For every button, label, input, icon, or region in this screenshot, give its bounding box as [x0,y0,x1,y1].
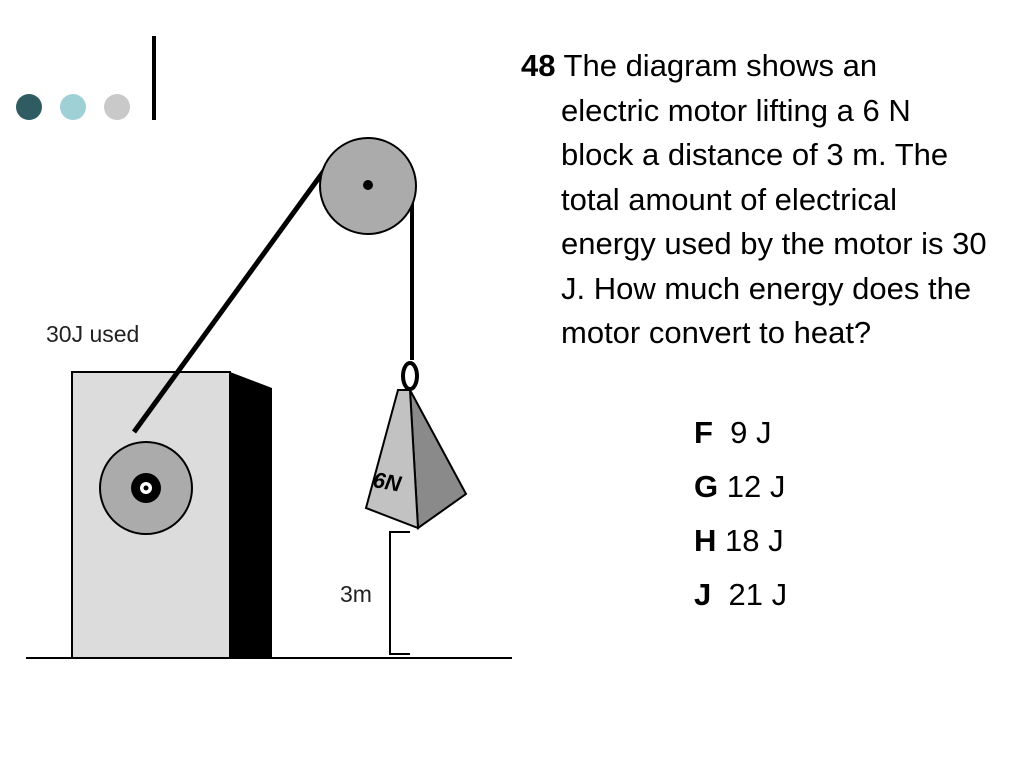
distance-bracket [389,531,410,655]
decoration-dot-light [60,94,86,120]
answer-value: 12 J [718,469,786,504]
slide-decoration-line [152,36,156,120]
answer-option-g[interactable]: G 12 J [694,460,787,514]
rope-diagonal [131,166,329,434]
block-label: 6N [371,467,404,497]
top-pulley-axle [363,180,373,190]
answer-value: 18 J [716,523,784,558]
block-hook [401,361,419,391]
answer-option-j[interactable]: J 21 J [694,568,787,622]
distance-label: 3m [340,581,372,607]
motor-axle-center [143,485,149,491]
answer-option-h[interactable]: H 18 J [694,514,787,568]
energy-used-label: 30J used [46,321,139,347]
decoration-dot-gray [104,94,130,120]
question-first-line: 48 The diagram shows an [521,44,991,89]
decoration-dot-dark [16,94,42,120]
question-text: 48 The diagram shows an electric motor l… [521,44,991,356]
answer-letter: H [694,523,717,558]
answer-value: 21 J [711,577,788,612]
motor-box-side [230,372,272,658]
question-lead: The diagram shows an [555,48,878,83]
question-number: 48 [521,48,556,83]
question-body: electric motor lifting a 6 N block a dis… [561,92,987,351]
answer-value: 9 J [712,415,772,450]
block-side [409,389,468,530]
answer-option-f[interactable]: F 9 J [694,406,787,460]
block-front [364,389,420,530]
answer-letter: J [694,577,712,612]
answer-choices: F 9 J G 12 J H 18 J J 21 J [694,406,787,622]
answer-letter: F [694,415,713,450]
answer-letter: G [694,469,719,504]
slide-decoration-dots [16,94,136,122]
